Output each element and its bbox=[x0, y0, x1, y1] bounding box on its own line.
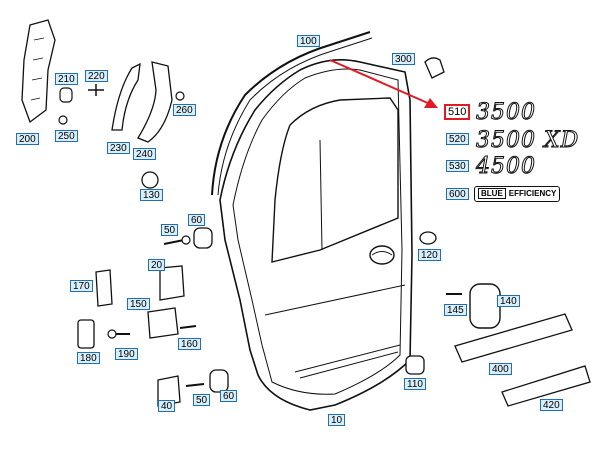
callout-160[interactable]: 160 bbox=[178, 338, 201, 350]
bolt-50-upper bbox=[163, 239, 185, 245]
part-180 bbox=[77, 319, 95, 349]
callout-300[interactable]: 300 bbox=[392, 53, 415, 65]
hinge-40 bbox=[157, 375, 181, 407]
callout-60-lower[interactable]: 60 bbox=[220, 390, 238, 402]
callout-50-upper[interactable]: 50 bbox=[161, 224, 179, 236]
bolt-50-upper-head bbox=[181, 235, 191, 245]
callout-40[interactable]: 40 bbox=[158, 400, 176, 412]
callout-260[interactable]: 260 bbox=[173, 104, 196, 116]
plug-210 bbox=[59, 87, 73, 103]
callout-100[interactable]: 100 bbox=[297, 35, 320, 47]
callout-60-upper[interactable]: 60 bbox=[188, 214, 206, 226]
callout-400[interactable]: 400 bbox=[489, 363, 512, 375]
emblem-3500-xd: 3500 XD bbox=[475, 128, 580, 154]
badge-blue: BLUE bbox=[478, 188, 506, 199]
bolt-190-head bbox=[107, 329, 117, 339]
molding-400 bbox=[454, 313, 573, 363]
callout-20[interactable]: 20 bbox=[148, 259, 166, 271]
callout-10[interactable]: 10 bbox=[328, 414, 346, 426]
callout-420[interactable]: 420 bbox=[540, 399, 563, 411]
door-inner-line bbox=[232, 68, 403, 395]
callout-180[interactable]: 180 bbox=[77, 352, 100, 364]
bolt-160 bbox=[179, 325, 197, 329]
bracket-170 bbox=[95, 269, 113, 307]
grommet-120 bbox=[419, 231, 437, 245]
callout-110[interactable]: 110 bbox=[404, 378, 426, 390]
highlight-arrow bbox=[329, 59, 431, 105]
callout-150[interactable]: 150 bbox=[127, 298, 150, 310]
callout-145[interactable]: 145 bbox=[444, 304, 467, 316]
callout-220[interactable]: 220 bbox=[85, 70, 108, 82]
trim-strip-200 bbox=[21, 19, 56, 124]
door-window bbox=[271, 97, 399, 263]
callout-50-lower[interactable]: 50 bbox=[193, 394, 211, 406]
callout-190[interactable]: 190 bbox=[115, 348, 138, 360]
grab-handle-230 bbox=[111, 62, 141, 131]
screw-220 bbox=[88, 84, 104, 96]
callout-600[interactable]: 600 bbox=[446, 188, 469, 200]
callout-530[interactable]: 530 bbox=[446, 160, 469, 172]
clip-260 bbox=[175, 91, 185, 101]
callout-140[interactable]: 140 bbox=[497, 295, 520, 307]
highlight-arrow-head bbox=[424, 98, 438, 108]
window-divider bbox=[319, 139, 323, 251]
trim-panel-240 bbox=[137, 61, 173, 143]
molding-420 bbox=[501, 365, 591, 407]
callout-250[interactable]: 250 bbox=[55, 130, 78, 142]
door-crease-2 bbox=[294, 344, 401, 373]
mirror-bracket-300 bbox=[424, 57, 445, 79]
door-handle-detail bbox=[371, 251, 393, 256]
hinge-150 bbox=[147, 307, 179, 339]
callout-230[interactable]: 230 bbox=[107, 142, 130, 154]
window-seal-100-inner bbox=[217, 37, 373, 196]
bushing-60-upper bbox=[193, 227, 213, 249]
callout-200[interactable]: 200 bbox=[16, 133, 39, 145]
clip-250 bbox=[58, 115, 68, 125]
plug-110 bbox=[405, 355, 425, 375]
badge-efficiency: EFFICIENCY bbox=[508, 189, 557, 198]
emblem-3500: 3500 bbox=[476, 100, 536, 126]
bushing-60-lower bbox=[209, 369, 229, 393]
door-crease-1 bbox=[264, 284, 406, 316]
callout-210[interactable]: 210 bbox=[55, 73, 78, 85]
callout-170[interactable]: 170 bbox=[70, 280, 93, 292]
plug-130 bbox=[141, 171, 159, 189]
callout-520[interactable]: 520 bbox=[446, 133, 469, 145]
callout-510[interactable]: 510 bbox=[444, 104, 471, 120]
bolt-50-lower bbox=[185, 383, 205, 387]
callout-130[interactable]: 130 bbox=[140, 189, 163, 201]
door-crease-3 bbox=[299, 351, 399, 379]
trim-strip-200-detail bbox=[30, 37, 45, 101]
hinge-20 bbox=[159, 265, 185, 301]
window-seal-100 bbox=[211, 31, 371, 196]
cover-140 bbox=[469, 283, 501, 329]
emblem-4500: 4500 bbox=[476, 154, 536, 180]
door-shell bbox=[219, 59, 413, 411]
callout-120[interactable]: 120 bbox=[418, 249, 441, 261]
callout-240[interactable]: 240 bbox=[133, 148, 156, 160]
door-handle bbox=[369, 245, 395, 265]
